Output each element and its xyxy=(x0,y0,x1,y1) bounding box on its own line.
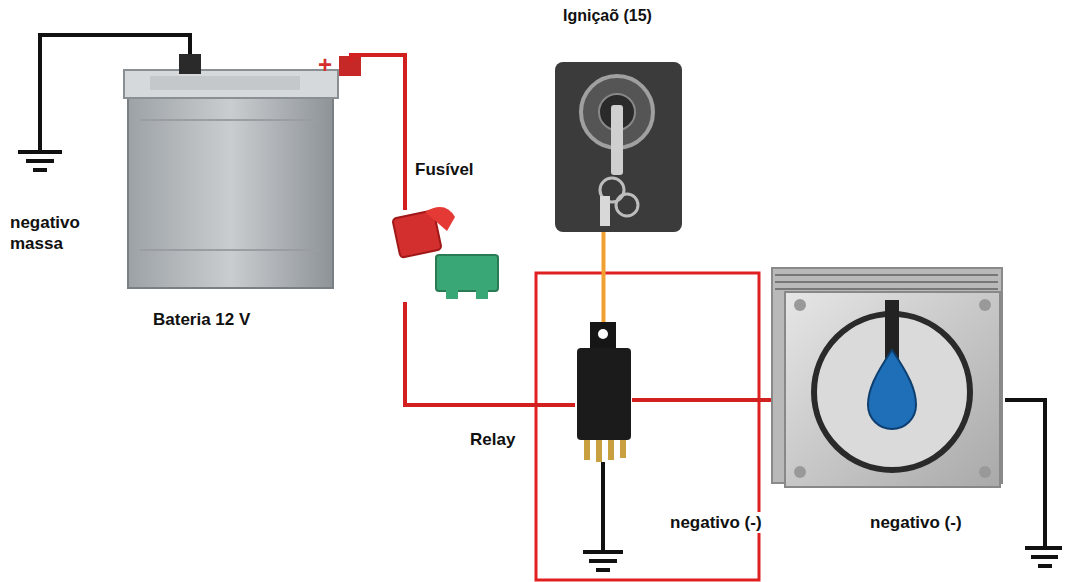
wire xyxy=(351,55,405,210)
wire xyxy=(632,398,790,402)
relay-box: Relay xyxy=(575,322,632,465)
ignition-box: Igniçaõ (15) xyxy=(555,62,682,232)
wire xyxy=(603,232,604,322)
node-label: Relay xyxy=(470,430,515,450)
relay xyxy=(577,322,631,462)
node-label: Igniçaõ (15) xyxy=(563,6,652,25)
ground-label: negativo (-) xyxy=(870,512,962,533)
wire xyxy=(405,302,575,405)
battery-box: Bateria 12 V xyxy=(125,62,357,290)
ignition-switch xyxy=(555,62,682,232)
battery xyxy=(124,54,361,288)
highlight-box xyxy=(536,273,759,580)
ground-label: negativo (-) xyxy=(668,512,764,533)
fuse-box: Fusível xyxy=(393,210,503,302)
polarity-mark: + xyxy=(318,50,332,80)
fuse xyxy=(392,207,498,299)
ground-wire xyxy=(1005,400,1062,566)
ground-label: negativo massa xyxy=(10,212,105,255)
node-label: Bateria 12 V xyxy=(153,310,250,330)
node-label: Fusível xyxy=(415,160,474,180)
ground-wire xyxy=(583,462,623,570)
hho-cell xyxy=(772,268,1002,487)
